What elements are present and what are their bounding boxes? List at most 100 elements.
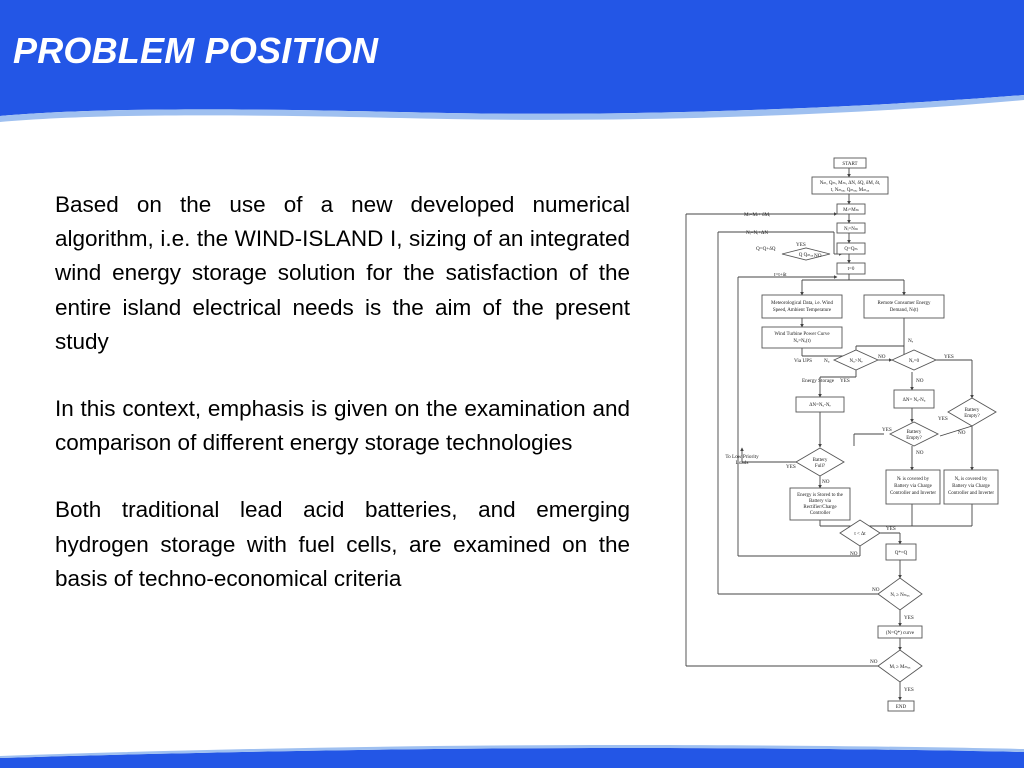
- header-band: [0, 0, 1024, 122]
- m-check-diamond: Mᵢ ≥ Mₘₐₓ: [877, 649, 923, 683]
- battery-full-no: NO: [822, 479, 830, 485]
- svg-text:Wind Turbine Power Curve: Wind Turbine Power Curve: [774, 332, 830, 337]
- n-assign-box: Nᵢ=Nₘ: [836, 222, 866, 234]
- q-check-no: NO: [814, 253, 822, 259]
- energy-stored-box: Energy is Stored to the Battery via Rect…: [789, 487, 851, 521]
- m-assign-box: Mₗ=Mₘ: [836, 203, 866, 215]
- svg-text:Mₗ=Mₘ: Mₗ=Mₘ: [843, 208, 859, 213]
- svg-text:Nₗ is covered by: Nₗ is covered by: [897, 477, 930, 482]
- svg-text:Battery via: Battery via: [809, 499, 832, 504]
- curve-box: (N=Q*) curve: [877, 625, 923, 639]
- nu-label: Nᵤ: [824, 358, 830, 364]
- dn-deficit-box: ΔN= Nₑ-Nᵤ: [893, 389, 935, 409]
- nd-label: Nₑ: [908, 338, 914, 344]
- cmp2-yes: YES: [944, 354, 954, 360]
- svg-text:Controller and Inverter: Controller and Inverter: [948, 491, 994, 496]
- m-check-no: NO: [870, 659, 878, 665]
- battery-full-diamond: Battery Full?: [795, 447, 845, 477]
- svg-text:Battery via Charge: Battery via Charge: [894, 484, 932, 489]
- svg-text:Rectifier/Charge: Rectifier/Charge: [803, 505, 837, 510]
- svg-text:Q*=Q: Q*=Q: [895, 551, 908, 556]
- paragraph-emphasis: In this context, emphasis is given on th…: [55, 396, 630, 456]
- start-node: START: [833, 157, 867, 169]
- svg-text:Nₘ, Qₘ, Mₘ, ΔN, δQ, δM, δt,: Nₘ, Qₘ, Mₘ, ΔN, δQ, δM, δt,: [820, 181, 881, 186]
- svg-text:Meteorological Data, i.e. Wind: Meteorological Data, i.e. Wind: [771, 301, 833, 306]
- m-check-yes: YES: [904, 687, 914, 693]
- svg-text:Battery: Battery: [965, 408, 980, 413]
- qstar-box: Q*=Q: [885, 543, 917, 561]
- q-check-diamond: Q Qₘₐₓ: [781, 247, 831, 261]
- svg-text:Nᵤ>Nₑ: Nᵤ>Nₑ: [850, 359, 864, 364]
- cmp1-yes: YES: [840, 378, 850, 384]
- svg-text:To Low Priority: To Low Priority: [725, 454, 759, 460]
- svg-text:Controller and Inverter: Controller and Inverter: [890, 491, 936, 496]
- svg-text:Mᵢ ≥ Mₘₐₓ: Mᵢ ≥ Mₘₐₓ: [890, 665, 911, 670]
- svg-text:Battery via Charge: Battery via Charge: [952, 484, 990, 489]
- cmp2-no: NO: [916, 378, 924, 384]
- svg-text:Empty?: Empty?: [964, 414, 980, 419]
- paragraph-technologies: Both traditional lead acid batteries, an…: [55, 497, 630, 591]
- slide-title: PROBLEM POSITION: [13, 30, 379, 71]
- algorithm-flowchart: START Nₘ, Qₘ, Mₘ, ΔN, δQ, δM, δt, t, Nₘₐ…: [685, 157, 999, 712]
- t-check-yes: YES: [886, 526, 896, 532]
- battery-full-yes: YES: [786, 464, 796, 470]
- svg-text:Q Qₘₐₓ: Q Qₘₐₓ: [799, 253, 814, 258]
- low-priority-loads-label: To Low Priority Loads: [725, 454, 759, 466]
- svg-text:Demand, Nₗ(t): Demand, Nₗ(t): [890, 308, 919, 313]
- battery-empty-right-yes: YES: [938, 416, 948, 422]
- battery-empty-left-no: NO: [916, 450, 924, 456]
- svg-text:ΔN=Nᵤ-Nₑ: ΔN=Nᵤ-Nₑ: [809, 403, 831, 408]
- svg-text:Q=Qₘ: Q=Qₘ: [844, 247, 857, 252]
- svg-text:t, Nₘₐₓ, Qₘₐₓ, Mₘₐₓ: t, Nₘₐₓ, Qₘₐₓ, Mₘₐₓ: [831, 188, 870, 193]
- svg-text:Empty?: Empty?: [906, 436, 922, 441]
- flow-connectors: [685, 168, 974, 701]
- svg-text:START: START: [842, 162, 857, 167]
- n-check-no: NO: [872, 587, 880, 593]
- demand-box: Remote Consumer Energy Demand, Nₗ(t): [863, 294, 945, 319]
- compare-zero-diamond: Nₑ=0: [890, 349, 938, 371]
- battery-empty-left-yes: YES: [882, 427, 892, 433]
- energy-storage-label: Energy Storage: [802, 378, 835, 384]
- battery-empty-right-diamond: Battery Empty?: [947, 397, 997, 427]
- svg-text:Nᵢ=Nₘ: Nᵢ=Nₘ: [844, 227, 858, 232]
- battery-empty-right-no: NO: [958, 430, 966, 436]
- svg-text:Battery: Battery: [907, 430, 922, 435]
- init-parameters-box: Nₘ, Qₘ, Mₘ, ΔN, δQ, δM, δt, t, Nₘₐₓ, Qₘₐ…: [811, 176, 889, 195]
- meteo-data-box: Meteorological Data, i.e. Wind Speed, Am…: [761, 294, 843, 319]
- svg-text:Nᵢ ≥ Nₘₐₓ: Nᵢ ≥ Nₘₐₓ: [890, 593, 910, 598]
- q-assign-box: Q=Qₘ: [836, 242, 866, 255]
- svg-text:Remote Consumer Energy: Remote Consumer Energy: [878, 301, 931, 306]
- svg-text:Energy is Stored to the: Energy is Stored to the: [797, 493, 844, 498]
- end-node: END: [887, 700, 915, 712]
- svg-text:(N=Q*) curve: (N=Q*) curve: [886, 631, 915, 636]
- svg-text:END: END: [896, 705, 907, 710]
- svg-text:Nₑ is covered by: Nₑ is covered by: [955, 477, 988, 482]
- dn-store-box: ΔN=Nᵤ-Nₑ: [795, 396, 845, 413]
- power-curve-box: Wind Turbine Power Curve Nₑ=Nₑ(t): [761, 326, 843, 349]
- svg-text:Full?: Full?: [815, 464, 826, 469]
- n-check-diamond: Nᵢ ≥ Nₘₐₓ: [877, 577, 923, 611]
- covered-right-box: Nₑ is covered by Battery via Charge Cont…: [943, 469, 999, 505]
- svg-text:Speed, Ambient Temperature: Speed, Ambient Temperature: [773, 308, 832, 313]
- compare-nu-nd-diamond: Nᵤ>Nₑ: [832, 349, 880, 371]
- covered-left-box: Nₗ is covered by Battery via Charge Cont…: [885, 469, 941, 505]
- svg-text:Nₑ=Nₑ(t): Nₑ=Nₑ(t): [793, 339, 811, 344]
- svg-text:Battery: Battery: [813, 458, 828, 463]
- t-zero-box: t=0: [836, 262, 866, 275]
- svg-text:t=0: t=0: [848, 267, 855, 272]
- t-check-diamond: t < Δt: [839, 519, 881, 547]
- loop-q-label: Q=Q+δQ: [756, 246, 776, 252]
- loop-n-label: Nᵢ=Nᵢ+ΔN: [746, 230, 768, 236]
- t-increment-label: t=t+δt: [774, 272, 787, 278]
- cmp1-no: NO: [878, 354, 886, 360]
- svg-text:Nₑ=0: Nₑ=0: [909, 359, 920, 364]
- t-check-no: NO: [850, 551, 858, 557]
- via-ups-label: Via UPS: [794, 358, 812, 364]
- paragraph-algorithm: Based on the use of a new developed nume…: [55, 192, 630, 354]
- body-text: Based on the use of a new developed nume…: [55, 188, 630, 629]
- svg-text:ΔN= Nₑ-Nᵤ: ΔN= Nₑ-Nᵤ: [903, 398, 926, 403]
- n-check-yes: YES: [904, 615, 914, 621]
- svg-text:Controller: Controller: [810, 511, 831, 516]
- loop-m-label: Mₗ=Mₗ+ δMᵢ: [744, 212, 770, 218]
